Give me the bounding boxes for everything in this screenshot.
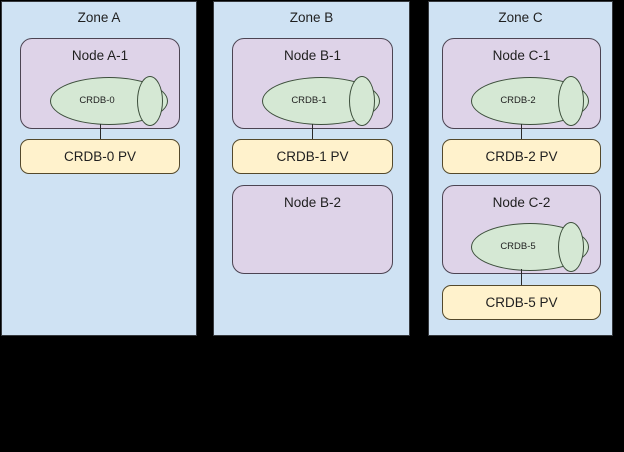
database-crdb-2-label: CRDB-2	[500, 95, 536, 106]
database-cylinder-cap-icon	[349, 76, 375, 126]
database-cylinder-cap-icon	[558, 76, 584, 126]
database-crdb-1[interactable]: CRDB-1	[262, 76, 380, 126]
node-c-1[interactable]: Node C-1 CRDB-2	[442, 38, 601, 129]
node-b-1-title: Node B-1	[283, 48, 342, 63]
node-c-1-title: Node C-1	[492, 48, 551, 63]
database-crdb-1-label: CRDB-1	[291, 95, 327, 106]
zone-b: Zone B Node B-1 CRDB-1 CRDB-1 PV Node B-…	[213, 1, 410, 336]
zone-a-title: Zone A	[77, 10, 121, 25]
zone-c: Zone C Node C-1 CRDB-2 CRDB-2 PV Node C-…	[428, 1, 613, 336]
database-crdb-0[interactable]: CRDB-0	[50, 76, 168, 126]
pv-crdb-2-label: CRDB-2 PV	[485, 148, 558, 164]
node-b-2-title: Node B-2	[283, 195, 342, 210]
node-b-2[interactable]: Node B-2	[232, 185, 393, 274]
database-crdb-2[interactable]: CRDB-2	[471, 76, 589, 126]
connector-node-c-2-to-crdb-5-pv	[521, 269, 522, 285]
database-crdb-0-label: CRDB-0	[79, 95, 115, 106]
pv-crdb-0[interactable]: CRDB-0 PV	[20, 139, 180, 174]
node-c-2-title: Node C-2	[492, 195, 551, 210]
connector-node-c-1-to-crdb-2-pv	[521, 124, 522, 140]
connector-node-b-1-to-crdb-1-pv	[312, 124, 313, 140]
pv-crdb-5[interactable]: CRDB-5 PV	[442, 285, 601, 320]
node-a-1[interactable]: Node A-1 CRDB-0	[20, 38, 180, 129]
pv-crdb-2[interactable]: CRDB-2 PV	[442, 139, 601, 174]
zone-a: Zone A Node A-1 CRDB-0 CRDB-0 PV	[1, 1, 197, 336]
database-cylinder-cap-icon	[558, 222, 584, 272]
database-crdb-5[interactable]: CRDB-5	[471, 222, 589, 272]
connector-node-a-1-to-crdb-0-pv	[100, 124, 101, 140]
pv-crdb-0-label: CRDB-0 PV	[63, 148, 136, 164]
node-c-2[interactable]: Node C-2 CRDB-5	[442, 185, 601, 274]
zone-c-title: Zone C	[498, 10, 543, 25]
pv-crdb-5-label: CRDB-5 PV	[485, 294, 558, 310]
pv-crdb-1-label: CRDB-1 PV	[276, 148, 349, 164]
database-crdb-5-label: CRDB-5	[500, 241, 536, 252]
pv-crdb-1[interactable]: CRDB-1 PV	[232, 139, 393, 174]
node-b-1[interactable]: Node B-1 CRDB-1	[232, 38, 393, 129]
database-cylinder-cap-icon	[137, 76, 163, 126]
zone-b-title: Zone B	[289, 10, 334, 25]
node-a-1-title: Node A-1	[71, 48, 129, 63]
